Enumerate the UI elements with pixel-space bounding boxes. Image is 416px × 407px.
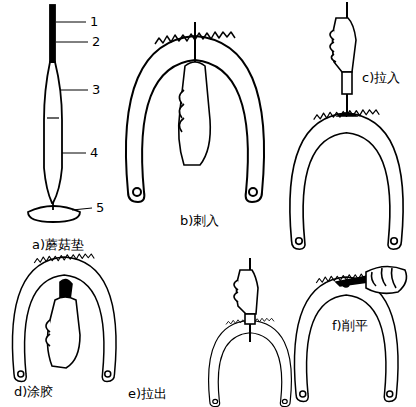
panel-caption: f)削平 — [332, 318, 368, 334]
panel-caption: c)拉入 — [362, 70, 400, 86]
callout-number: 2 — [92, 34, 100, 50]
hand-awl — [179, 22, 211, 165]
panel-caption: d)涂胶 — [14, 384, 53, 400]
callout-number: 4 — [90, 145, 98, 161]
hand-knife — [336, 266, 406, 293]
tyre-section — [12, 254, 116, 382]
hand-tool-out — [234, 258, 258, 342]
tyre-section — [209, 318, 292, 406]
hand-tool-pull — [330, 2, 356, 116]
panel-caption: a)蘑菇垫 — [32, 237, 84, 253]
hand-glue — [46, 279, 80, 368]
callout-number: 3 — [92, 82, 100, 98]
tyre-section — [290, 110, 403, 249]
panel-caption: e)拉出 — [128, 386, 167, 402]
panel-caption: b)刺入 — [180, 213, 219, 229]
leader-lines — [56, 22, 92, 210]
callout-number: 5 — [96, 200, 104, 216]
mushroom-plug — [28, 5, 80, 222]
callout-number: 1 — [90, 14, 98, 30]
